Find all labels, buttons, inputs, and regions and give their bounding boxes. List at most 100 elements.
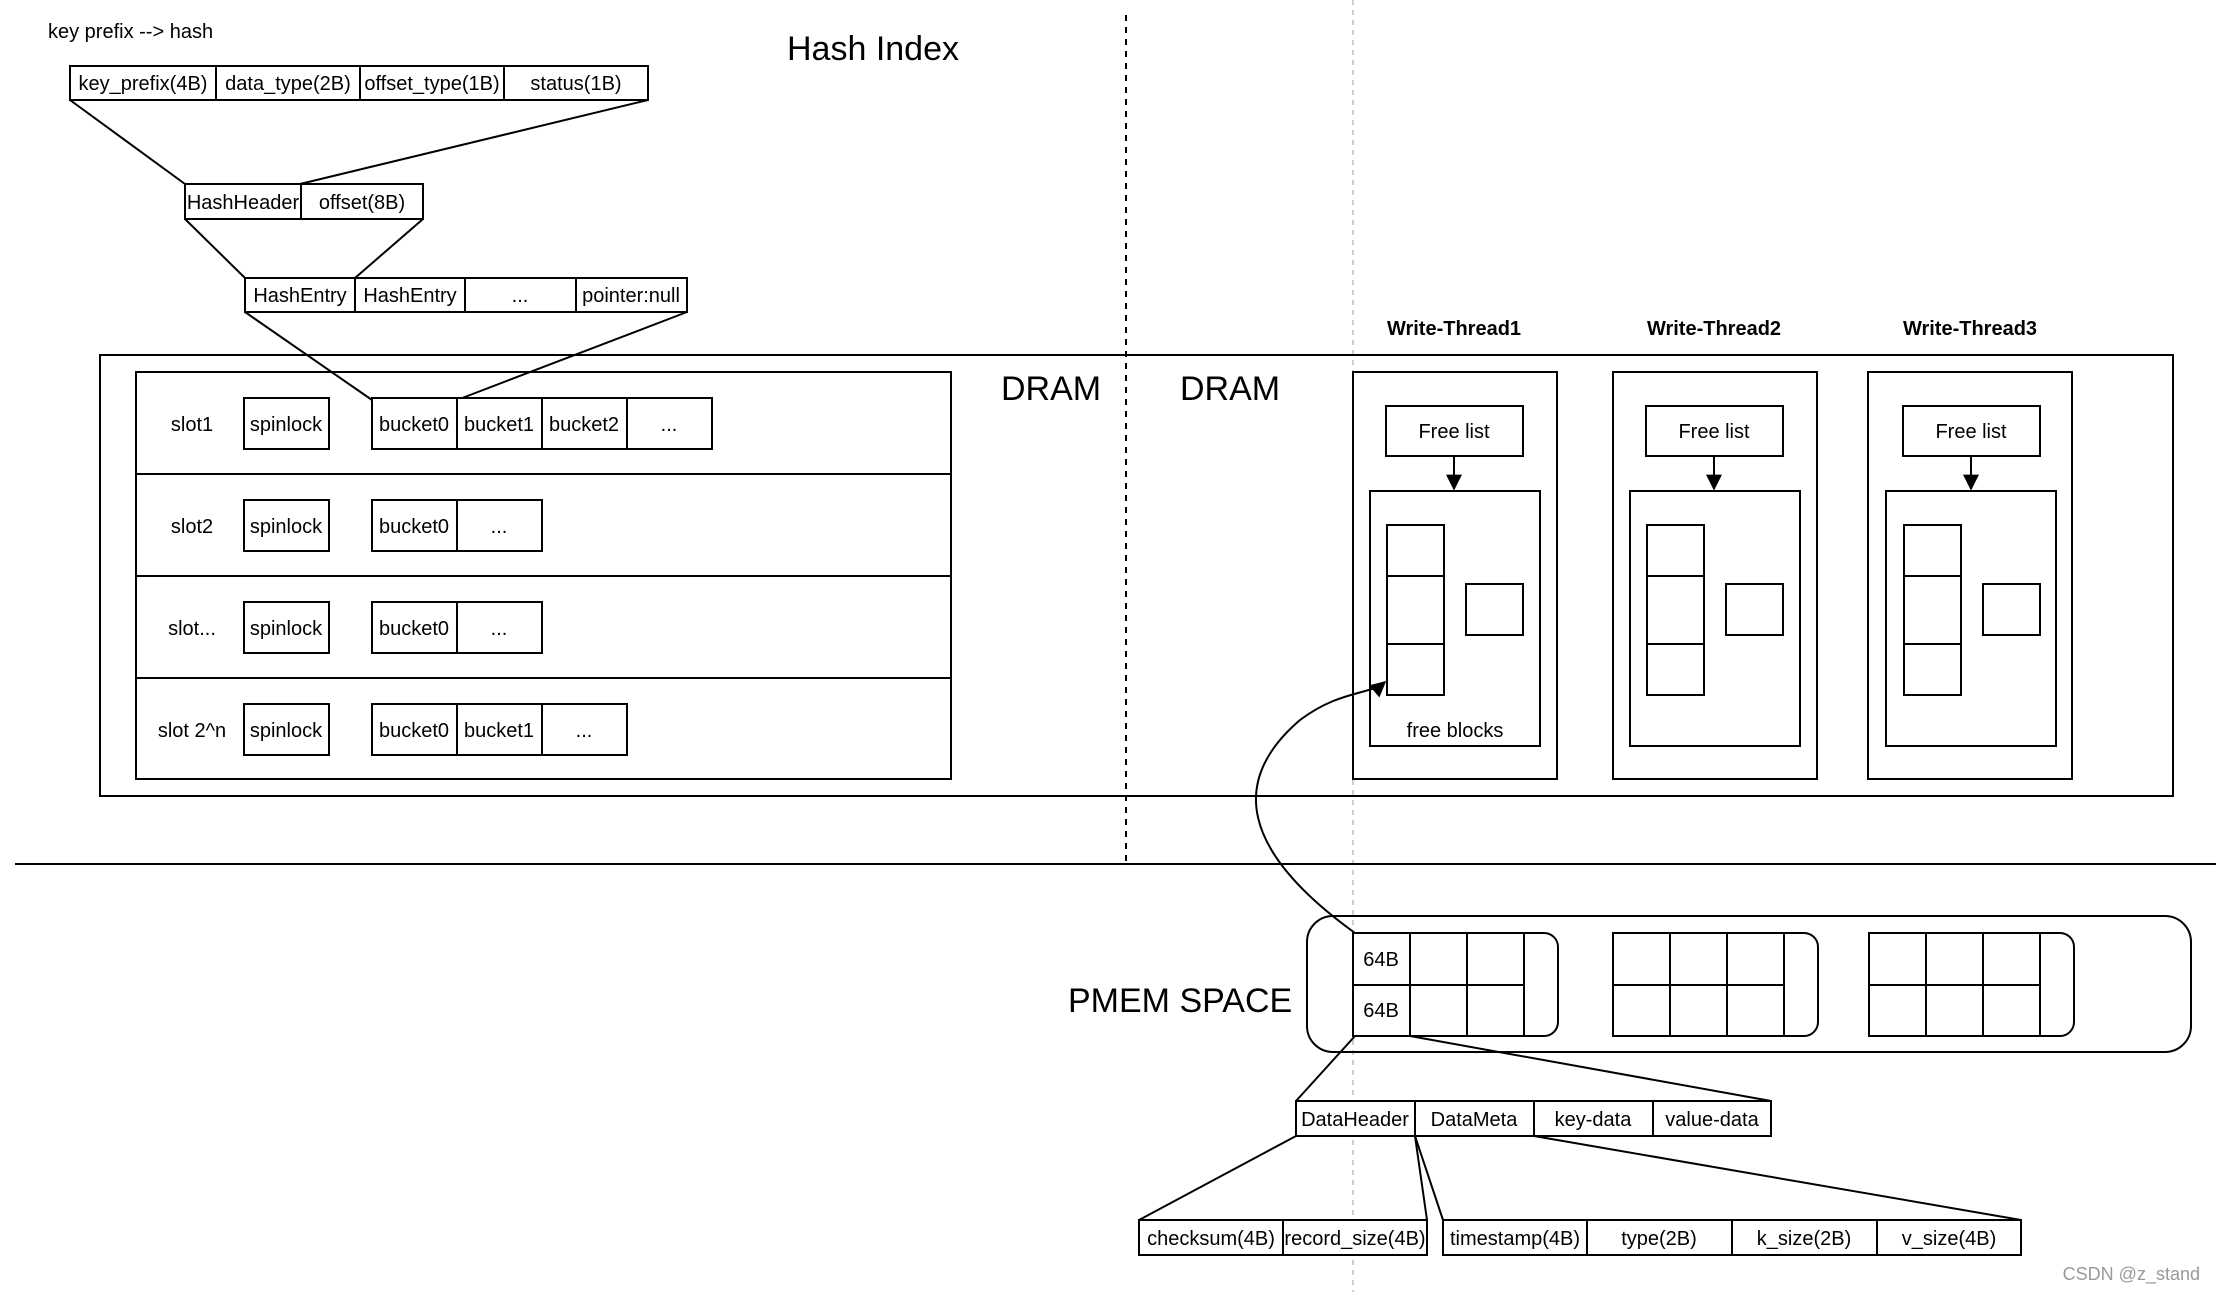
- zoom-line: [69, 99, 186, 185]
- bucket-label: ...: [491, 618, 508, 640]
- thread-box: [1352, 371, 1558, 780]
- single-block: [1725, 583, 1784, 636]
- record-field: [1652, 1100, 1772, 1137]
- bucket-box: [456, 499, 543, 552]
- block-stack: [1646, 524, 1705, 696]
- free-list-box: [1645, 405, 1784, 457]
- thread-name: Write-Thread3: [1903, 318, 2037, 340]
- dram-region: [99, 354, 2174, 797]
- bucket-label: bucket1: [464, 414, 534, 436]
- bucket-entries-row: HashEntry HashEntry ... pointer:null: [244, 277, 688, 313]
- free-list-label: Free list: [1678, 421, 1750, 443]
- hash-header-row: key_prefix(4B) data_type(2B) offset_type…: [69, 65, 649, 101]
- field-data-type-label: data_type(2B): [225, 73, 351, 95]
- thread-name: Write-Thread2: [1647, 318, 1781, 340]
- bucket-box: [371, 703, 458, 756]
- header-field-label: record_size(4B): [1284, 1228, 1425, 1250]
- single-block: [1465, 583, 1524, 636]
- zoom-line: [1295, 1035, 1356, 1102]
- slots-table: slot1 spinlock bucket0 bucket1 bucket2 .…: [135, 371, 952, 780]
- write-thread-2: Write-Thread2 Free list: [1612, 318, 1818, 780]
- zoom-line: [354, 218, 424, 279]
- bucket-label: bucket1: [464, 720, 534, 742]
- meta-field: [1442, 1219, 1588, 1256]
- pmem-group-2: [1612, 932, 1819, 1037]
- field-status: [503, 65, 649, 101]
- field-offset-label: offset(8B): [319, 192, 405, 214]
- block-stack: [1903, 524, 1962, 696]
- slot-row: slot 2^n spinlock bucket0 bucket1 ...: [158, 703, 628, 756]
- zoom-line: [1138, 1135, 1297, 1221]
- slot-row: slot1 spinlock bucket0 bucket1 bucket2 .…: [171, 397, 713, 450]
- free-list-label: Free list: [1418, 421, 1490, 443]
- slot-row: slot2 spinlock bucket0 ...: [171, 499, 543, 552]
- spinlock-label: spinlock: [250, 414, 323, 436]
- spinlock-label: spinlock: [250, 720, 323, 742]
- bucket-label: bucket0: [379, 618, 449, 640]
- data-meta-row: timestamp(4B) type(2B) k_size(2B) v_size…: [1442, 1219, 2022, 1256]
- pmem-group-frame: [1612, 932, 1819, 1037]
- bucket-entry-label: HashEntry: [253, 285, 346, 307]
- bucket-label: ...: [491, 516, 508, 538]
- bucket-box: [456, 601, 543, 654]
- bucket-entry: [575, 277, 688, 313]
- zoom-line: [299, 99, 649, 185]
- zoom-line: [184, 218, 246, 279]
- field-status-label: status(1B): [530, 73, 621, 95]
- block-stack: [1386, 524, 1445, 696]
- thread-box: [1612, 371, 1818, 780]
- record-field-label: key-data: [1555, 1109, 1633, 1131]
- write-thread-1: Write-Thread1 Free list free blocks: [1352, 318, 1558, 780]
- hash-entry-row: HashHeader offset(8B): [184, 183, 424, 220]
- free-blocks-label: free blocks: [1407, 720, 1504, 742]
- bucket-label: ...: [661, 414, 678, 436]
- header-field: [1282, 1219, 1428, 1256]
- thread-box: [1867, 371, 2073, 780]
- header-field-label: checksum(4B): [1147, 1228, 1275, 1250]
- meta-field: [1876, 1219, 2022, 1256]
- field-key-prefix: [69, 65, 217, 101]
- pmem-to-freeblock-arrow: [1255, 680, 1387, 934]
- bucket-box: [626, 397, 713, 450]
- meta-field-label: type(2B): [1621, 1228, 1697, 1250]
- bucket-entry-label: pointer:null: [582, 285, 680, 307]
- data-header-row: checksum(4B) record_size(4B): [1138, 1219, 1428, 1256]
- meta-field: [1731, 1219, 1878, 1256]
- diagram-title: Hash Index: [787, 30, 959, 68]
- dram-label-right: DRAM: [1180, 370, 1280, 408]
- spinlock-label: spinlock: [250, 618, 323, 640]
- pmem-group-3: [1868, 932, 2075, 1037]
- free-blocks-box: [1369, 490, 1541, 747]
- bucket-label: bucket0: [379, 414, 449, 436]
- zoom-line: [1409, 1035, 1772, 1102]
- watermark: CSDN @z_stand: [2063, 1264, 2200, 1285]
- pmem-block-label: 64B: [1363, 1000, 1399, 1022]
- free-list-label: Free list: [1935, 421, 2007, 443]
- meta-field-label: k_size(2B): [1757, 1228, 1851, 1250]
- thread-name: Write-Thread1: [1387, 318, 1521, 340]
- bucket-entry: [354, 277, 466, 313]
- spinlock-label: spinlock: [250, 516, 323, 538]
- record-field-label: value-data: [1665, 1109, 1759, 1131]
- pmem-label: PMEM SPACE: [1068, 982, 1292, 1020]
- key-prefix-note: key prefix --> hash: [48, 21, 213, 43]
- meta-field-label: v_size(4B): [1902, 1228, 1996, 1250]
- bucket-box: [541, 703, 628, 756]
- pmem-group-1: 64B 64B: [1352, 932, 1559, 1037]
- slot-label: slot1: [171, 414, 213, 436]
- pmem-block-label: 64B: [1363, 949, 1399, 971]
- field-data-type: [215, 65, 361, 101]
- pmem-group-frame: [1868, 932, 2075, 1037]
- bucket-label: ...: [576, 720, 593, 742]
- record-field: [1295, 1100, 1416, 1137]
- zoom-line: [1414, 1135, 1428, 1221]
- bucket-label: bucket2: [549, 414, 619, 436]
- field-hashheader-label: HashHeader: [187, 192, 300, 214]
- write-thread-3: Write-Thread3 Free list: [1867, 318, 2073, 780]
- record-field: [1414, 1100, 1535, 1137]
- single-block: [1982, 583, 2041, 636]
- zoom-line: [1414, 1135, 1444, 1221]
- free-list-box: [1902, 405, 2041, 457]
